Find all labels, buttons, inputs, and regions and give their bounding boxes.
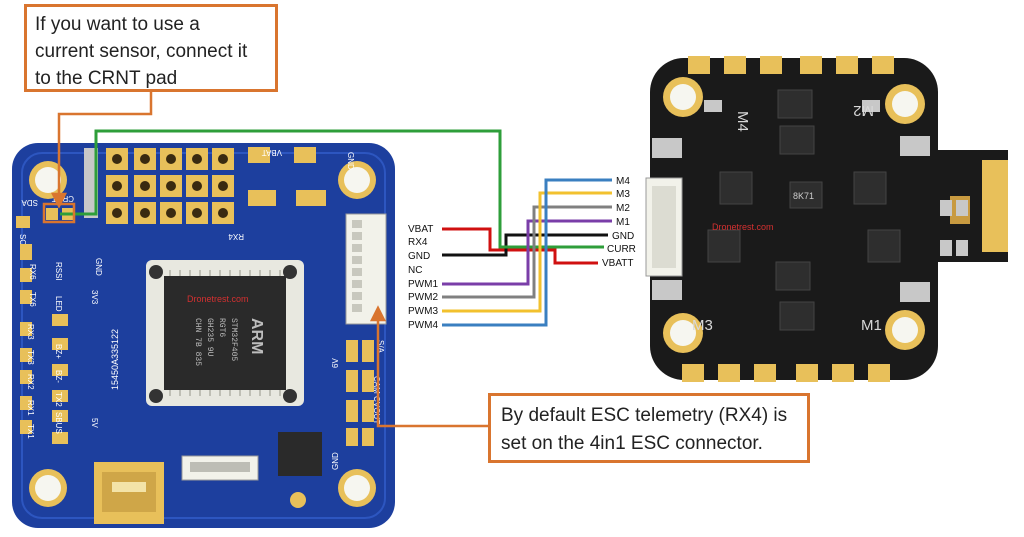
bz-minus-label: BZ- xyxy=(54,370,63,383)
fc-esc-connector xyxy=(345,213,387,325)
video-pads: 6V S/A CAM C VOUT GND xyxy=(331,340,385,470)
conn-right-m1: M1 xyxy=(616,217,630,228)
camc-label: CAM C xyxy=(372,376,381,402)
connector-left-labels: VBAT RX4 GND NC PWM1 PWM2 PWM3 PWM4 xyxy=(408,224,438,331)
callout-arrow-top xyxy=(50,92,153,209)
gnd-right-label: GND xyxy=(331,452,340,470)
esc-connector xyxy=(645,177,683,277)
conn-left-pwm3: PWM3 xyxy=(408,306,438,317)
arm-logo: ARM xyxy=(248,318,265,354)
tx6-label: TX6 xyxy=(28,292,37,307)
left-uart-pads: RSSI RX6 TX6 LED RX3 TX3 BZ+ BZ- RX2 TX2… xyxy=(20,244,120,444)
telemetry-callout-line-1: By default ESC telemetry (RX4) is xyxy=(501,405,788,426)
mounting-hole xyxy=(29,469,67,507)
motor-label-m2: M2 xyxy=(853,102,874,119)
crnt-callout-line-2: current sensor, connect it xyxy=(35,41,248,62)
3v3-label: 3V3 xyxy=(90,290,99,305)
chip-marking-3: GH235 9U xyxy=(205,318,214,357)
usb-port xyxy=(94,462,164,524)
chip-marking-1: STM32F405 xyxy=(229,318,238,361)
wire-vbat xyxy=(442,227,592,265)
rx3-label: RX3 xyxy=(26,324,35,340)
conn-left-nc: NC xyxy=(408,265,422,276)
chip-marking-2: RGT6 xyxy=(217,318,226,337)
conn-right-m3: M3 xyxy=(616,189,630,200)
sbus-label: SBUS xyxy=(54,412,63,434)
tx3-label: TX3 xyxy=(26,350,35,365)
fc-watermark: Dronetrest.com xyxy=(187,294,249,304)
crnt-callout: If you want to use a current sensor, con… xyxy=(24,4,278,92)
motor-label-m3: M3 xyxy=(692,317,713,334)
conn-right-curr: CURR xyxy=(607,244,636,255)
esc-board: 8K71 Dronetrest.com M4 M2 M3 M1 xyxy=(645,56,1008,382)
rx4-pad-label: RX4 xyxy=(228,232,244,241)
wire-pwm2 xyxy=(442,205,592,299)
flight-controller-board: CRNT SDA SCL VBAT GND RX4 xyxy=(12,143,395,528)
esc-mounting-hole xyxy=(663,77,703,117)
vbat-gnd-pads: VBAT GND RX4 xyxy=(228,147,355,241)
crnt-callout-line-1: If you want to use a xyxy=(35,14,200,35)
motor-label-m4: M4 xyxy=(734,111,751,132)
rx1-label: RX1 xyxy=(26,400,35,416)
conn-left-vbat: VBAT xyxy=(408,224,433,235)
conn-left-rx4: RX4 xyxy=(408,237,428,248)
telemetry-callout-line-2: set on the 4in1 ESC connector. xyxy=(501,433,763,454)
sa-label: S/A xyxy=(376,340,385,354)
conn-right-gnd: GND xyxy=(612,231,634,242)
conn-left-pwm2: PWM2 xyxy=(408,292,438,303)
motor-label-m1: M1 xyxy=(861,317,882,334)
telemetry-callout: By default ESC telemetry (RX4) is set on… xyxy=(488,393,810,463)
callout-arrow-bottom xyxy=(369,305,488,428)
rssi-label: RSSI xyxy=(54,262,63,281)
5v-label: 5V xyxy=(90,418,99,428)
conn-left-pwm4: PWM4 xyxy=(408,320,438,331)
bz-plus-label: BZ+ xyxy=(54,344,63,359)
mcu-chip: Dronetrest.com ARM STM32F405 RGT6 GH235 … xyxy=(146,260,304,406)
esc-mounting-hole xyxy=(885,310,925,350)
scl-label: SCL xyxy=(18,234,27,250)
conn-right-m2: M2 xyxy=(616,203,630,214)
servo-pin-header xyxy=(84,148,234,224)
ribbon-connector xyxy=(181,455,259,481)
6v-label: 6V xyxy=(331,358,340,368)
vbat-pad-label: VBAT xyxy=(262,148,282,157)
conn-left-gnd: GND xyxy=(408,251,430,262)
crnt-callout-line-3: to the CRNT pad xyxy=(35,68,178,89)
conn-right-vbatt: VBATT xyxy=(602,258,633,269)
conn-right-m4: M4 xyxy=(616,176,630,187)
conn-left-pwm1: PWM1 xyxy=(408,279,438,290)
connector-wiring xyxy=(442,178,592,327)
esc-watermark: Dronetrest.com xyxy=(712,222,774,232)
regulator-marking: 8K71 xyxy=(793,191,814,201)
tx1-label: TX1 xyxy=(26,424,35,439)
rx6-label: RX6 xyxy=(28,264,37,280)
sda-label: SDA xyxy=(21,198,38,207)
wire-pwm1 xyxy=(442,219,592,286)
baro-chip xyxy=(278,432,322,476)
gnd-top-label: GND xyxy=(346,152,355,170)
wire-pwm3 xyxy=(442,191,592,313)
led-label: LED xyxy=(54,296,63,312)
connector-right-labels: M4 M3 M2 M1 GND CURR VBATT xyxy=(602,176,636,269)
chip-marking-4: CHN 7B 835 xyxy=(193,318,202,366)
mounting-hole xyxy=(338,469,376,507)
vout-label: VOUT xyxy=(372,402,381,424)
tx2-label: TX2 xyxy=(54,392,63,407)
rx2-label: RX2 xyxy=(26,374,35,390)
mounting-hole xyxy=(29,161,67,199)
wire-gnd xyxy=(442,233,592,257)
mounting-hole xyxy=(338,161,376,199)
esc-mounting-hole xyxy=(663,313,703,353)
wire-pwm4 xyxy=(442,178,592,327)
serial-number: 15450A335122 xyxy=(110,329,120,390)
esc-mounting-hole xyxy=(885,84,925,124)
gnd-left-label: GND xyxy=(94,258,103,276)
